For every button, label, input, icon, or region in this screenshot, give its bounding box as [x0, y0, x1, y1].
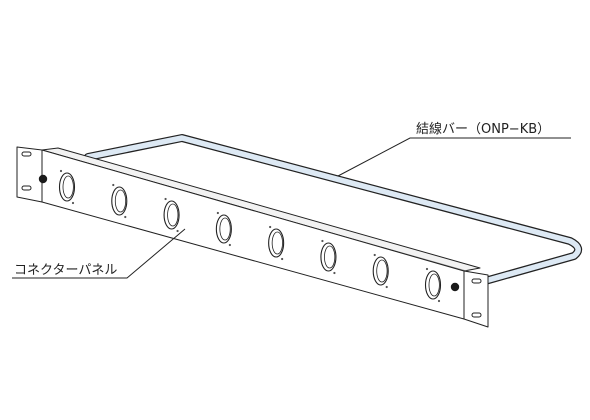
connector-screw-dot — [425, 267, 429, 271]
connector-screw-dot — [176, 229, 179, 233]
connector-screw-dot — [437, 299, 441, 303]
mounting-slot — [471, 312, 482, 318]
connector-ring — [114, 189, 127, 213]
connector-screw-dot — [71, 201, 75, 205]
mounting-screw — [450, 282, 460, 292]
connector-ring — [219, 217, 231, 241]
bar-leader-line — [337, 137, 571, 177]
connector-screw-dot — [216, 211, 219, 215]
panel-leader-line — [12, 228, 186, 279]
mounting-slots — [21, 151, 482, 318]
connector-screw-dot — [59, 169, 63, 173]
connector — [215, 211, 232, 247]
connector-hole — [424, 270, 442, 300]
connector-screw-dot — [385, 285, 388, 289]
connector-hole — [111, 186, 128, 216]
connector-hole — [58, 172, 76, 202]
connector-screw-dot — [228, 243, 231, 247]
connector-screw-dot — [112, 183, 115, 187]
connector — [163, 197, 180, 233]
wiring-bar-fill — [85, 135, 581, 286]
connector-ring — [376, 259, 388, 283]
connector-screw-dot — [321, 239, 324, 243]
mounting-screw — [38, 174, 48, 184]
connector-hole — [163, 200, 180, 230]
wiring-bar — [84, 134, 583, 287]
connector-screw-dot — [281, 257, 284, 261]
connector — [268, 225, 285, 261]
connector-hole — [268, 228, 285, 258]
connector-hole — [372, 256, 389, 286]
connector — [320, 239, 337, 275]
mounting-slot — [21, 151, 32, 157]
panel-front-face — [41, 149, 465, 320]
connector-ring — [167, 203, 179, 227]
connector-screw-dot — [269, 225, 272, 229]
mounting-slot — [471, 278, 482, 284]
leader-lines — [12, 137, 571, 279]
connector-screw-dot — [373, 253, 376, 257]
connector — [58, 169, 76, 205]
connector-hole — [320, 242, 337, 272]
connector — [111, 183, 128, 219]
connector-group — [58, 169, 442, 303]
connector-screw-dot — [164, 197, 167, 201]
connector-screw-dot — [124, 215, 127, 219]
connector — [424, 267, 442, 303]
connector-ring — [324, 245, 336, 269]
connector-screw-dot — [333, 271, 336, 275]
right-rack-ear — [463, 270, 489, 328]
connector — [372, 253, 389, 289]
bar-label: 結線バー（ONP−KB） — [416, 121, 550, 137]
connector-ring — [271, 231, 283, 255]
panel-label: コネクターパネル — [14, 263, 117, 278]
mounting-slot — [21, 185, 32, 191]
screw-group — [38, 174, 460, 292]
connector-ring — [428, 273, 440, 297]
connector-hole — [215, 214, 232, 244]
connector-ring — [62, 175, 74, 199]
